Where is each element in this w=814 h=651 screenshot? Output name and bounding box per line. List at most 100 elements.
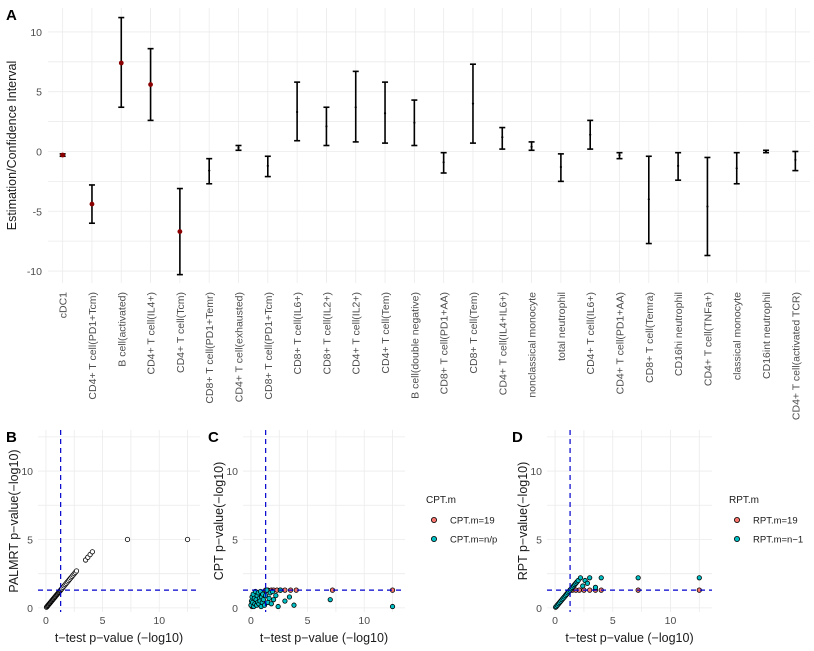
scatter-point [260,597,266,603]
x-tick-label: CD4+ T cell(activated TCR) [790,292,802,420]
scatter-point [73,568,80,574]
x-tick-label: CD16int neutrophil [761,292,773,379]
scatter-point [635,575,641,581]
legend-entry-label: CPT.m=19 [450,516,495,527]
estimate-point [764,150,768,153]
estimate-point [442,161,445,164]
x-tick-label: CD4+ T cell(IL4+) [146,292,158,374]
panel-label-b: B [6,429,17,446]
scatter-point [291,602,297,608]
legend-title: CPT.m [426,495,456,506]
scatter-point [266,595,272,601]
estimate-point [325,125,328,128]
scatter-point [389,603,396,610]
x-tick-label: B cell(double negative) [409,292,421,399]
x-tick-label: CD4+ T cell(IL2+) [351,292,363,374]
estimate-point [530,145,533,148]
legend-swatch [734,536,741,543]
x-tick-label: CD4+ T cell(PD1+Tcm) [87,292,99,400]
y-axis-label: CPT p−value(−log10) [212,462,226,581]
y-tick-label: 5 [36,87,42,99]
scatter-point [270,597,277,603]
estimate-point [266,164,269,167]
estimate-point [647,198,650,201]
estimate-point [383,112,387,115]
y-tick-label: 10 [21,466,33,478]
estimate-point [296,110,299,114]
legend-entry-label: CPT.m=n/p [450,535,497,546]
x-tick-label: CD4+ T cell(TNFa+) [702,292,714,386]
panel-label-d: D [512,429,523,446]
x-tick-label: B cell(activated) [116,292,128,367]
scatter-point [286,594,293,600]
estimate-point [413,121,416,124]
panel-label-a: A [6,7,17,24]
estimate-point [60,152,66,158]
scatter-point [580,583,586,589]
y-tick-label: 10 [530,466,542,478]
scatter-point [587,587,593,593]
legend-swatch [734,517,741,524]
estimate-point [589,133,592,136]
x-tick-label: CD8+ T cell(IL6+) [292,292,304,374]
y-tick-label: 0 [36,146,42,158]
scatter-point [587,575,593,581]
estimate-point [706,205,709,208]
legend-swatch [430,517,437,524]
x-tick-label: CD8+ T cell(IL2+) [321,292,333,374]
y-axis-label: RPT p−value(−log10) [516,462,530,581]
estimate-point [501,136,504,139]
scatter-point [598,575,604,581]
y-tick-label: 5 [27,534,33,546]
x-tick-label: CD8+ T cell(PD1+Tcm) [263,292,275,400]
x-tick-label: CD8+ T cell(Tem) [468,292,480,374]
x-tick-label: CD4+ T cell(exhausted) [234,292,246,402]
x-tick-label: CD4+ T cell(PD1+AA) [615,292,627,394]
y-tick-label: 10 [30,27,42,39]
x-tick-label: 5 [305,615,311,627]
scatter-point [273,592,279,599]
scatter-point [89,549,95,555]
estimate-point [89,201,95,207]
scatter-point [327,597,333,603]
x-axis-label: t−test p−value (−log10) [260,631,388,645]
estimate-point [677,164,680,167]
x-tick-label: CD8+ T cell(PD1+AA) [439,292,451,394]
x-tick-label: cDC1 [58,292,70,318]
y-tick-label: 10 [226,466,238,478]
x-tick-label: CD4+ T cell(Tcm) [175,292,187,373]
estimate-point [148,82,153,87]
x-tick-label: 10 [358,615,370,627]
scatter-point [592,584,599,590]
x-tick-label: CD4+ T cell(IL4+IL6+) [497,292,509,395]
scatter-point [124,536,131,543]
x-tick-label: CD4+ T cell(Tem) [380,292,392,374]
x-tick-label: 5 [100,615,106,627]
estimate-point [559,165,562,169]
estimate-point [354,106,357,109]
y-tick-label: 5 [536,534,542,546]
legend-swatch [430,536,437,543]
y-tick-label: -5 [33,206,42,218]
x-tick-label: 0 [248,615,254,627]
x-tick-label: CD8+ T cell(PD1+Temr) [204,292,216,404]
scatter-point [268,601,274,607]
scatter-point [696,575,702,581]
estimate-point [471,102,475,105]
x-axis-label: t−test p−value (−log10) [55,631,183,645]
y-tick-label: 0 [536,603,542,615]
panel-label-c: C [208,429,219,446]
x-tick-label: 10 [153,615,165,627]
legend-entry-label: RPT.m=n−1 [753,535,803,546]
estimate-point [237,146,240,149]
x-tick-label: CD4+ T cell(IL6+) [585,292,597,374]
x-tick-label: nonclassical monocyte [527,292,539,398]
y-tick-label: -10 [27,266,42,278]
y-tick-label: 0 [232,603,238,615]
estimate-point [735,167,738,170]
y-axis-label: PALMRT p−value(−log10) [7,449,21,592]
x-tick-label: total neutrophil [556,292,568,361]
scatter-point [577,575,584,581]
x-tick-label: 0 [43,615,49,627]
